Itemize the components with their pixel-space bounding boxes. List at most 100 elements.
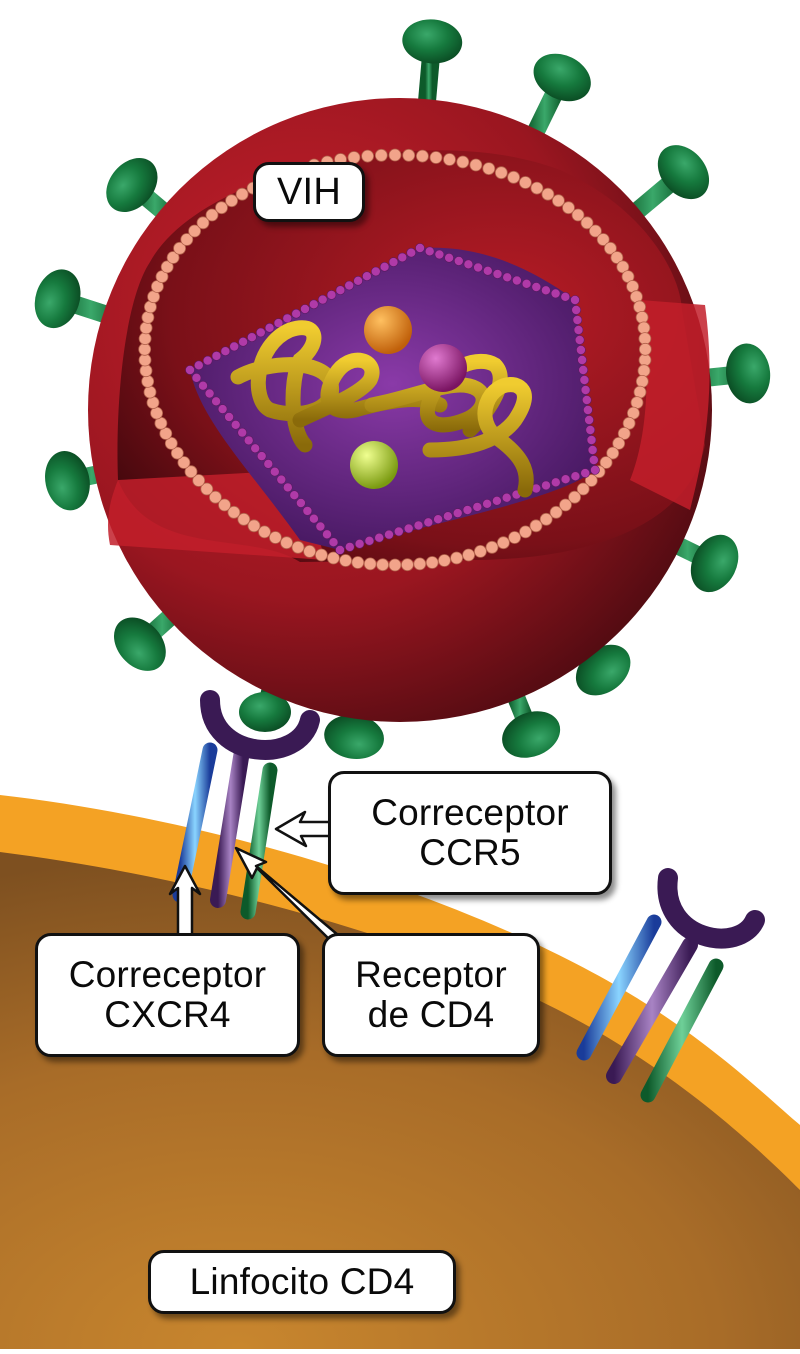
matrix-bead [622,416,636,430]
matrix-bead [180,233,194,246]
glycoprotein-head [324,714,384,759]
glycoprotein-head [502,711,561,758]
capsid-bead [541,285,551,296]
matrix-bead [170,446,184,460]
capsid-protein-beads [185,243,600,555]
matrix-bead [291,540,305,554]
matrix-bead [494,166,508,180]
matrix-bead [326,551,340,565]
capsid-bead [247,332,257,343]
matrix-bead [235,187,249,201]
matrix-bead [138,342,152,356]
receptor-complex-free [576,868,765,1103]
capsid-bead [570,471,581,482]
matrix-bead [541,187,555,201]
matrix-bead [482,162,496,176]
matrix-bead [374,148,388,162]
capsid-bead [353,275,363,286]
matrix-bead [530,181,544,195]
capsid-bead [550,477,561,488]
capsid-bead [204,388,215,399]
glycoprotein-head [690,534,739,593]
matrix-bead [208,490,222,504]
capsid-bead [502,272,513,283]
matrix-bead [635,374,649,388]
cd4-receptor-stem [210,737,251,908]
capsid-bead [424,246,435,257]
capsid-bead [194,360,204,371]
matrix-bead [589,224,602,238]
glycoprotein-head [106,158,158,213]
matrix-bead [196,216,210,230]
capsid-bead [328,537,339,548]
capsid-bead [586,435,597,445]
matrix-bead [363,557,377,571]
capsid-bead [590,465,600,475]
matrix-bead [552,194,565,208]
capsid-bead [571,305,582,315]
label-ccr5: Correceptor CCR5 [328,771,612,895]
matrix-bead [227,505,241,519]
matrix-bead [258,525,271,539]
matrix-bead [462,548,476,562]
matrix-bead [473,545,487,558]
matrix-bead [507,170,520,184]
capsid-bead [550,288,561,299]
matrix-bead [617,427,631,440]
capsid-bead [243,435,254,446]
hiv-virion [88,98,712,722]
capsid-bead [344,542,355,552]
capsid-bead [256,451,267,461]
label-virus: VIH [253,162,365,222]
capsid-bead [250,443,260,454]
matrix-bead [638,332,652,346]
capsid-bead [406,247,417,258]
label-arrows [168,810,340,942]
matrix-bead [633,385,647,399]
matrix-bead [139,364,153,378]
glycoprotein-head [114,617,166,671]
matrix-bead [425,556,439,569]
capsid-bead [443,511,453,522]
capsid-bead [217,404,228,414]
arrow-cd4 [234,846,340,942]
label-ccr5-line2: CCR5 [419,832,521,873]
matrix-bead [637,364,651,378]
matrix-bead [303,545,317,558]
matrix-bead [192,474,206,487]
label-cxcr4-line1: Correceptor [68,954,267,995]
matrix-bead [215,201,228,215]
capsid-bead [388,257,399,267]
capsid-bead [185,365,195,375]
matrix-bead [143,385,157,399]
capsid-bead [560,291,571,302]
matrix-bead [559,498,572,512]
cxcr4-coreceptor-2 [576,914,662,1061]
matrix-bead [361,149,375,163]
matrix-bead [400,558,414,572]
capsid-bead [263,459,274,469]
capsid-bead [276,474,287,485]
matrix-bead [584,474,598,487]
capsid-bead [302,506,313,516]
capsid-bead [531,282,542,292]
matrix-bead [496,536,510,550]
capsid-bead [211,351,222,361]
capsid-bead [224,412,234,422]
matrix-bead [139,321,153,335]
capsid-bead [541,480,551,491]
matrix-bead [173,241,187,255]
matrix-protein-layer [138,148,652,572]
matrix-bead [164,436,178,450]
label-cell: Linfocito CD4 [148,1250,456,1314]
matrix-bead [415,149,429,163]
capsid-bead [220,346,231,357]
matrix-bead [184,465,198,479]
matrix-bead [280,536,294,550]
matrix-bead [247,519,261,533]
label-cd4-line1: Receptor [355,954,507,995]
capsid-bead [289,490,300,501]
matrix-bead [429,151,443,164]
capsid-bead [374,532,385,543]
enzyme-lime [350,441,398,489]
